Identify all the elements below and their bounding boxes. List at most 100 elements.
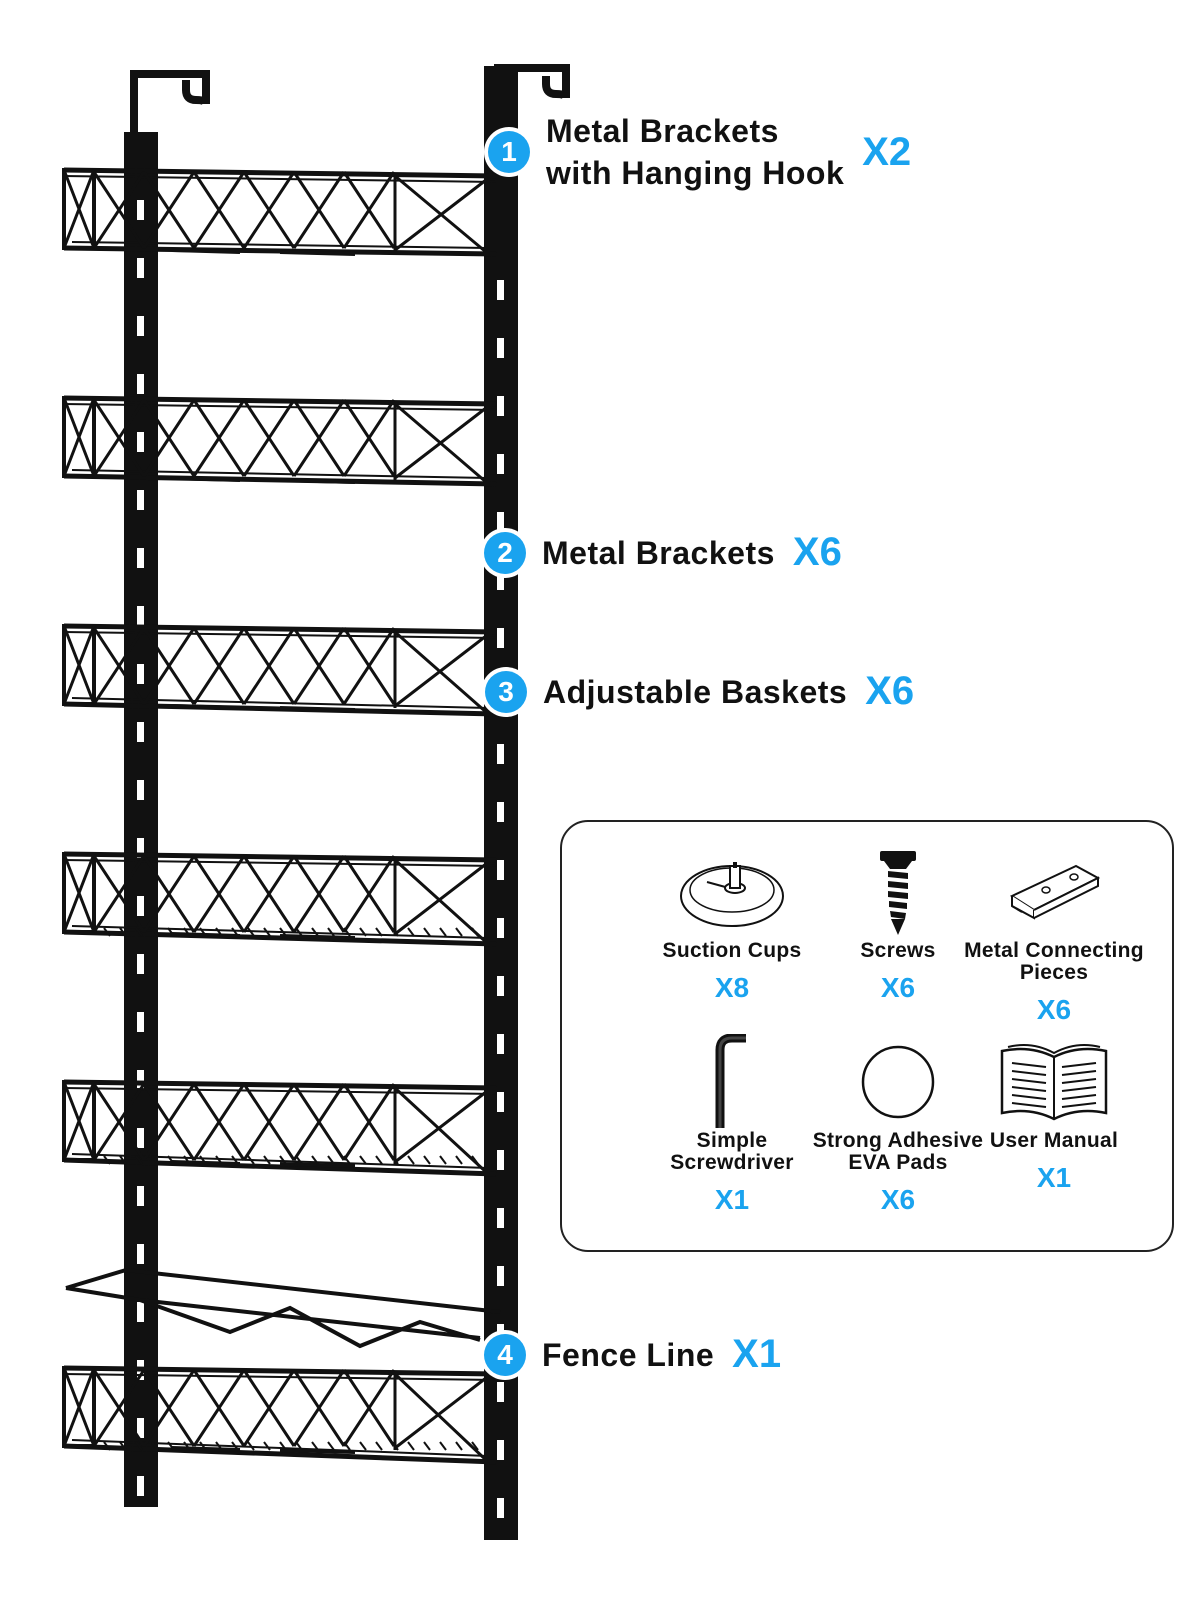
upright-slot [137, 606, 144, 626]
basket-bottom-rail [63, 1157, 497, 1177]
upright-slot [497, 744, 504, 764]
hex-key-icon [632, 1034, 832, 1130]
part-suction-cups: Suction Cups X8 [632, 844, 832, 1004]
basket-clip [279, 706, 356, 712]
upright-slot [137, 1186, 144, 1206]
basket-end-cross [62, 397, 96, 477]
basket-end-cross [62, 853, 96, 933]
basket-top-rail [63, 1079, 497, 1091]
basket-end-brace [393, 858, 488, 944]
upright-slot [137, 432, 144, 452]
basket-lattice [92, 855, 396, 933]
basket-clip [279, 934, 356, 940]
upright-slot [497, 1208, 504, 1228]
upright-slot [137, 838, 144, 858]
upright-slot [497, 976, 504, 996]
basket-end-brace [393, 1086, 488, 1174]
basket-top-rail [63, 851, 497, 863]
upright-slot [497, 1266, 504, 1286]
basket-top-rail [63, 623, 497, 635]
callout-label: Fence Line [542, 1336, 715, 1373]
basket [62, 1365, 497, 1465]
upright-slot [497, 454, 504, 474]
basket-rail [63, 1373, 497, 1381]
upright-slot [497, 1382, 504, 1402]
callout-quantity: X2 [862, 129, 912, 174]
part-name-line1: Simple [696, 1129, 768, 1152]
upright-slot [137, 548, 144, 568]
upright-slot [137, 1302, 144, 1322]
basket-lattice [92, 1083, 396, 1161]
upright-slot [497, 1150, 504, 1170]
part-quantity: X1 [1036, 1162, 1072, 1193]
part-name-line2: EVA Pads [848, 1151, 948, 1174]
basket-rail [63, 631, 497, 639]
basket-clip [171, 704, 241, 710]
basket-end-left [62, 1080, 96, 1162]
hanging-hook-right [494, 64, 570, 136]
basket [62, 851, 497, 947]
basket-end-cross [62, 1081, 96, 1161]
upright-slot [137, 316, 144, 336]
upright-slot [137, 1128, 144, 1148]
callout-number-3: 3 [485, 670, 527, 713]
basket-lattice [92, 1369, 396, 1447]
basket-clip [171, 932, 241, 938]
callout-quantity: X6 [865, 669, 915, 713]
basket-clip [171, 1160, 241, 1166]
part-name-line1: Strong Adhesive [812, 1129, 984, 1152]
basket-bottom-rail [63, 245, 497, 257]
basket-clip [279, 1448, 356, 1454]
basket-end-brace [393, 630, 487, 714]
rack-frame [65, 64, 570, 1540]
basket-end-brace [393, 402, 487, 484]
upright-slot [137, 258, 144, 278]
upright-slot [137, 896, 144, 916]
callout-label: Metal Brackets [542, 534, 775, 571]
metal-connecting-piece-icon [954, 844, 1154, 940]
part-name-line1: Suction Cups [662, 939, 802, 962]
upright-slot [137, 200, 144, 220]
callout-adjustable-baskets: 3 Adjustable Baskets X6 [485, 669, 914, 714]
upright-slot [137, 374, 144, 394]
basket-lattice [92, 399, 396, 477]
part-name-line1: Metal Connecting [964, 939, 1144, 962]
basket-end-left [62, 852, 96, 934]
basket-top-rail [63, 167, 497, 179]
basket [62, 1079, 497, 1177]
callout-metal-brackets-hook: 1 Metal Brackets with Hanging Hook X2 [488, 110, 911, 194]
basket-floor [103, 1155, 479, 1165]
part-quantity: X8 [714, 972, 750, 1003]
basket-end-cross [62, 1367, 96, 1447]
upright-slot [497, 338, 504, 358]
part-metal-connecting-pieces: Metal Connecting Pieces X6 [954, 844, 1154, 1026]
upright-slot [497, 802, 504, 822]
basket-rail [63, 859, 497, 867]
callout-label: Adjustable Baskets [543, 673, 848, 710]
eva-pad-icon [798, 1034, 998, 1130]
hanging-hook-left [130, 70, 210, 136]
callout-label: Metal Brackets with Hanging Hook [546, 110, 844, 194]
upright-slot [137, 780, 144, 800]
upright-slot [497, 1440, 504, 1460]
basket-lattice [92, 171, 396, 249]
basket-lattice [92, 627, 396, 705]
rack-upright-left [124, 132, 158, 1507]
callout-fence-line: 4 Fence Line X1 [484, 1332, 781, 1377]
part-name-line2: Pieces [1019, 961, 1089, 984]
callout-quantity: X6 [792, 530, 842, 574]
basket-bottom-rail [63, 1443, 497, 1465]
upright-slot [137, 1418, 144, 1438]
basket-top-rail [63, 1365, 497, 1377]
included-parts-panel: Suction Cups X8 Screws X6 [560, 820, 1174, 1252]
callout-label-line1: Metal Brackets [546, 113, 779, 149]
basket-clip [171, 476, 241, 482]
part-eva-pads: Strong Adhesive EVA Pads X6 [798, 1034, 998, 1216]
rack-baskets [62, 167, 497, 1465]
part-quantity: X6 [880, 1184, 916, 1215]
basket-floor [103, 927, 479, 937]
open-book-icon [954, 1034, 1154, 1130]
screw-icon [798, 844, 998, 940]
callout-number-4: 4 [484, 1333, 526, 1376]
upright-slot [137, 1070, 144, 1090]
